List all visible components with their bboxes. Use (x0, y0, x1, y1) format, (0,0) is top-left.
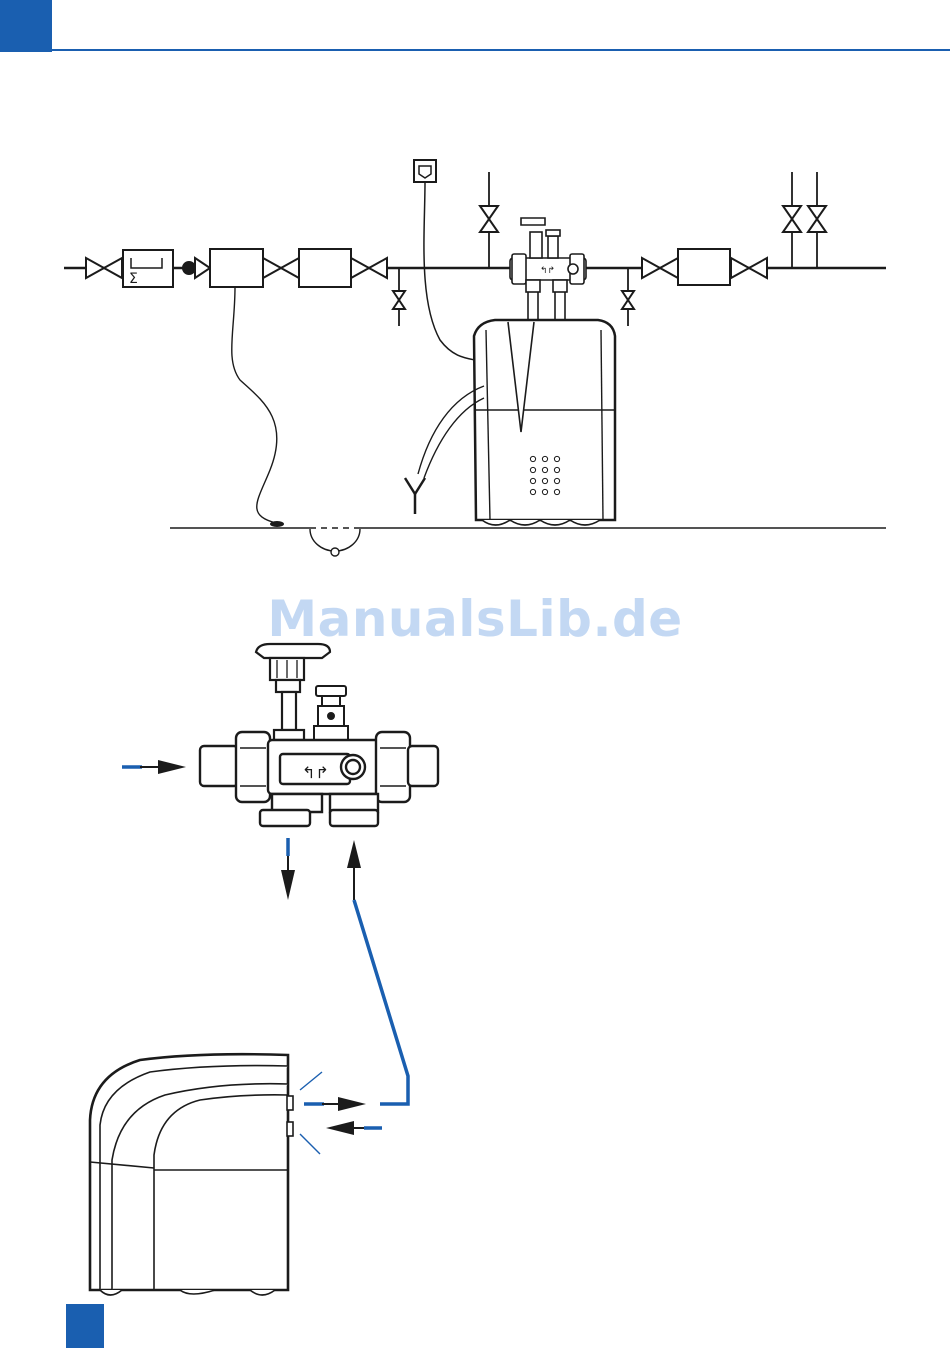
watermark: ManualsLib.de (0, 590, 950, 648)
filter-box-icon (210, 249, 263, 287)
footer-accent-block (66, 1304, 104, 1348)
leak-sensor-icon (270, 521, 284, 527)
connection-block-icon: ↰↱ (510, 218, 586, 292)
floor-drain-icon (310, 528, 360, 556)
gate-valve-icon (783, 206, 826, 232)
filter-box-icon (678, 249, 730, 285)
blue-hose-icon (354, 900, 408, 1104)
svg-text:↰↱: ↰↱ (302, 763, 329, 782)
gate-valve-icon (86, 258, 122, 278)
gate-valve-icon (480, 206, 498, 232)
safety-valve-icon (314, 686, 348, 744)
softener-unit-icon (90, 1054, 293, 1295)
connection-detail: ↰↱ (90, 644, 438, 1295)
gate-valve-icon (195, 258, 210, 278)
inflow-arrow-icon (326, 1121, 382, 1135)
inflow-arrow-icon (122, 760, 186, 774)
gate-valve-icon (351, 258, 387, 278)
drain-funnel-icon (405, 478, 425, 514)
gate-valve-icon (731, 258, 767, 278)
gate-valve-icon (642, 258, 678, 278)
gate-valve-icon (263, 258, 299, 278)
installation-schematic: Σ (64, 160, 886, 556)
svg-text:↰↱: ↰↱ (540, 265, 555, 275)
pressure-reducer-box-icon (299, 249, 351, 287)
svg-text:Σ: Σ (129, 271, 138, 287)
water-meter-icon: Σ (123, 250, 173, 287)
connection-block-icon: ↰↱ (200, 732, 438, 826)
check-valve-icon (183, 262, 195, 274)
outflow-arrow-icon (304, 1097, 366, 1111)
outflow-arrow-icon (281, 838, 295, 900)
drain-valve-icon (622, 291, 634, 309)
drain-valve-icon (393, 291, 405, 309)
return-arrow-icon (347, 840, 361, 900)
